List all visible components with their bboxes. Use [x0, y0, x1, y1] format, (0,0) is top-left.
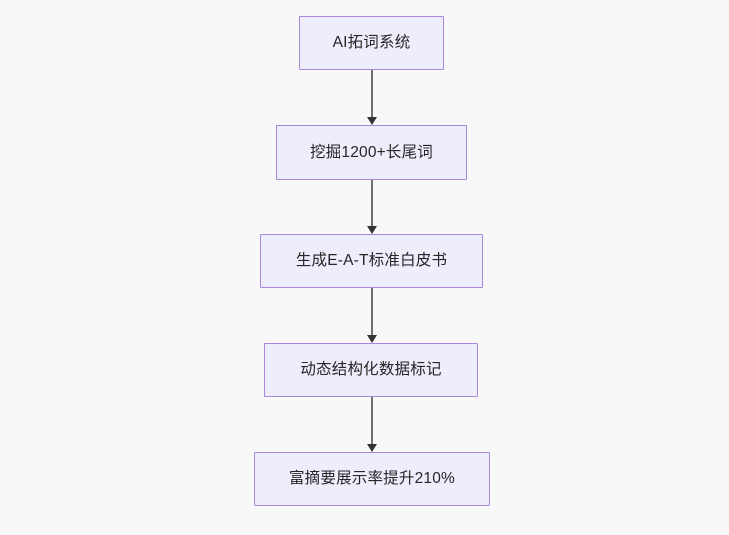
arrowhead-down-icon [366, 335, 377, 343]
flowchart-node-n1[interactable]: AI拓词系统 [299, 16, 444, 70]
edge-n3-n4 [366, 288, 377, 343]
edge-line [371, 180, 373, 227]
edge-line [371, 288, 373, 336]
node-label: 富摘要展示率提升210% [288, 470, 456, 488]
edge-line [371, 70, 373, 118]
edge-line [371, 397, 373, 445]
node-label: 动态结构化数据标记 [300, 361, 442, 379]
node-label: 生成E-A-T标准白皮书 [295, 252, 448, 270]
arrowhead-down-icon [366, 117, 377, 125]
edge-n1-n2 [366, 70, 377, 125]
arrowhead-down-icon [366, 226, 377, 234]
node-label: 挖掘1200+长尾词 [309, 143, 434, 161]
flowchart-node-n4[interactable]: 动态结构化数据标记 [264, 343, 478, 397]
flowchart-node-n3[interactable]: 生成E-A-T标准白皮书 [260, 234, 483, 288]
node-label: AI拓词系统 [332, 34, 411, 52]
flowchart-node-n5[interactable]: 富摘要展示率提升210% [254, 452, 490, 506]
edge-n2-n3 [366, 180, 377, 234]
flowchart-node-n2[interactable]: 挖掘1200+长尾词 [276, 125, 467, 180]
arrowhead-down-icon [366, 444, 377, 452]
edge-n4-n5 [366, 397, 377, 452]
